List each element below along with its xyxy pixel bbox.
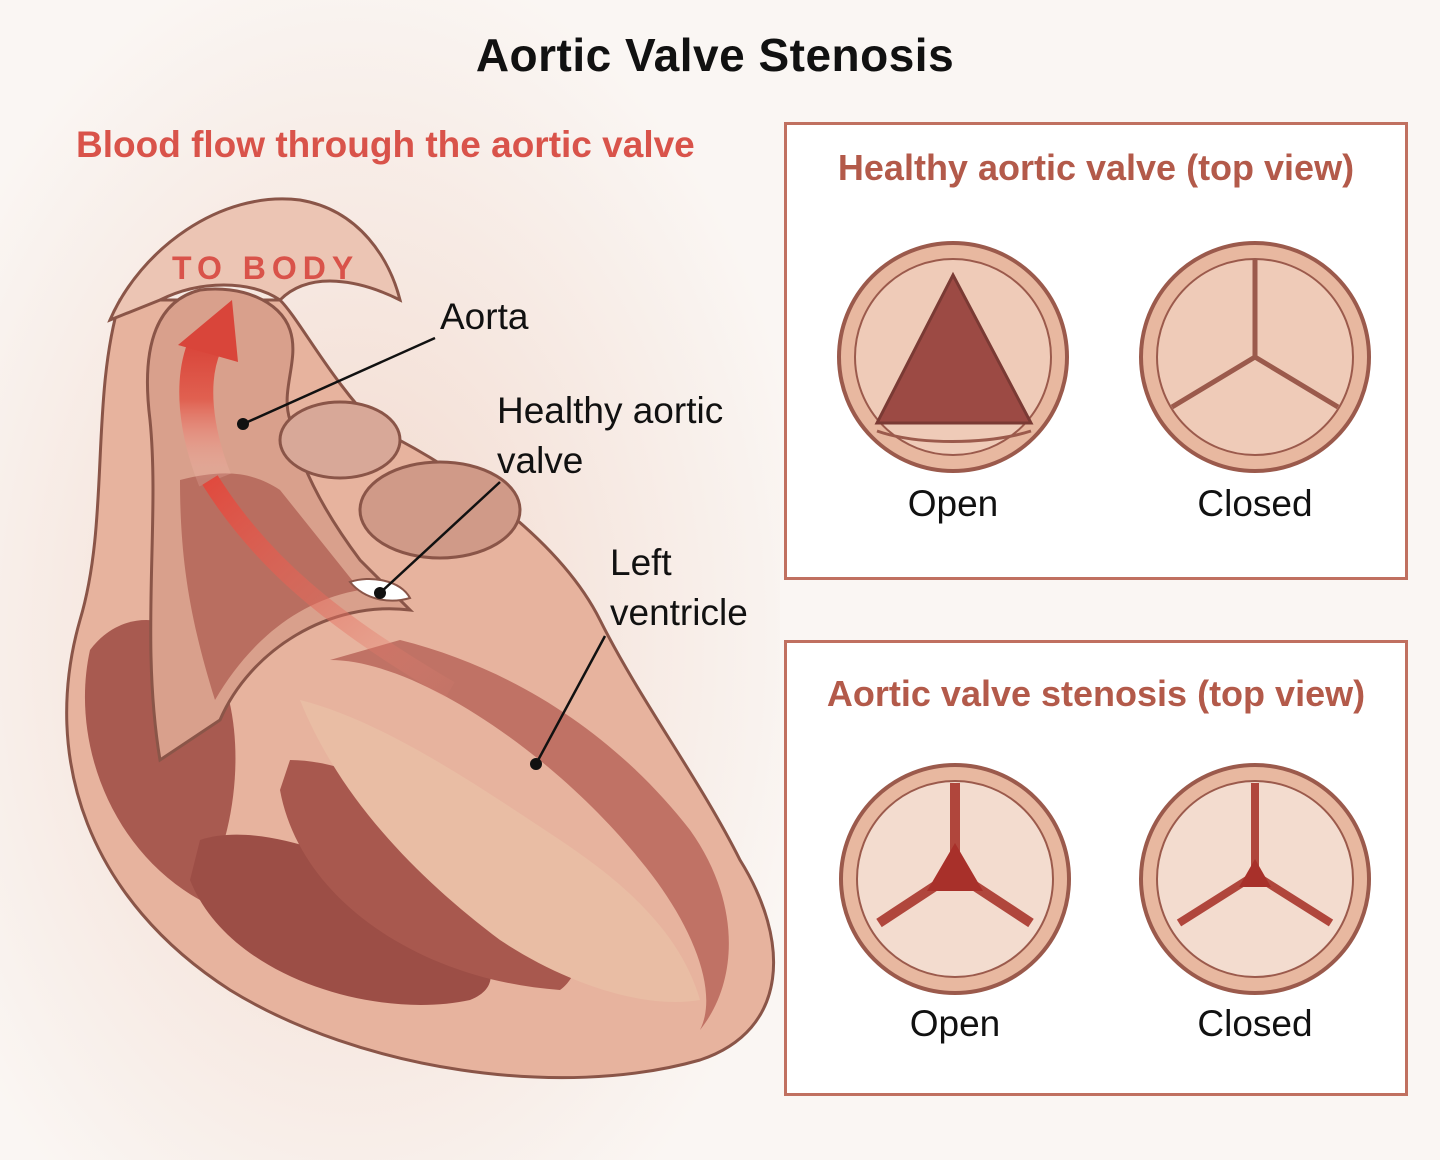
healthy-closed-valve-icon — [1139, 241, 1371, 473]
stenosis-closed-caption: Closed — [1197, 1003, 1313, 1044]
stenosis-valve-panel: Aortic valve stenosis (top view) Open Cl… — [784, 640, 1408, 1096]
arrow-label: TO BODY — [172, 250, 360, 286]
healthy-valve-icons — [837, 241, 1371, 473]
label-healthy-valve-line1: Healthy aortic — [497, 390, 724, 431]
stenosis-valve-icons — [839, 763, 1371, 995]
label-left-ventricle-line2: ventricle — [610, 592, 748, 633]
healthy-open-caption: Open — [907, 483, 999, 524]
stenosis-panel-title: Aortic valve stenosis (top view) — [826, 673, 1366, 714]
label-healthy-valve-line2: valve — [497, 440, 584, 481]
healthy-valve-panel: Healthy aortic valve (top view) Open Clo… — [784, 122, 1408, 580]
flow-subtitle: Blood flow through the aortic valve — [76, 124, 695, 165]
healthy-closed-caption: Closed — [1197, 483, 1313, 524]
label-aorta: Aorta — [440, 296, 529, 337]
stenosis-open-valve-icon — [839, 763, 1071, 995]
healthy-open-valve-icon — [837, 241, 1069, 473]
heart-illustration — [0, 0, 780, 1160]
stenosis-closed-valve-icon — [1139, 763, 1371, 995]
healthy-panel-title: Healthy aortic valve (top view) — [837, 147, 1355, 188]
label-left-ventricle-line1: Left — [610, 542, 672, 583]
stenosis-open-caption: Open — [909, 1003, 1001, 1044]
diagram-title: Aortic Valve Stenosis — [475, 29, 955, 81]
